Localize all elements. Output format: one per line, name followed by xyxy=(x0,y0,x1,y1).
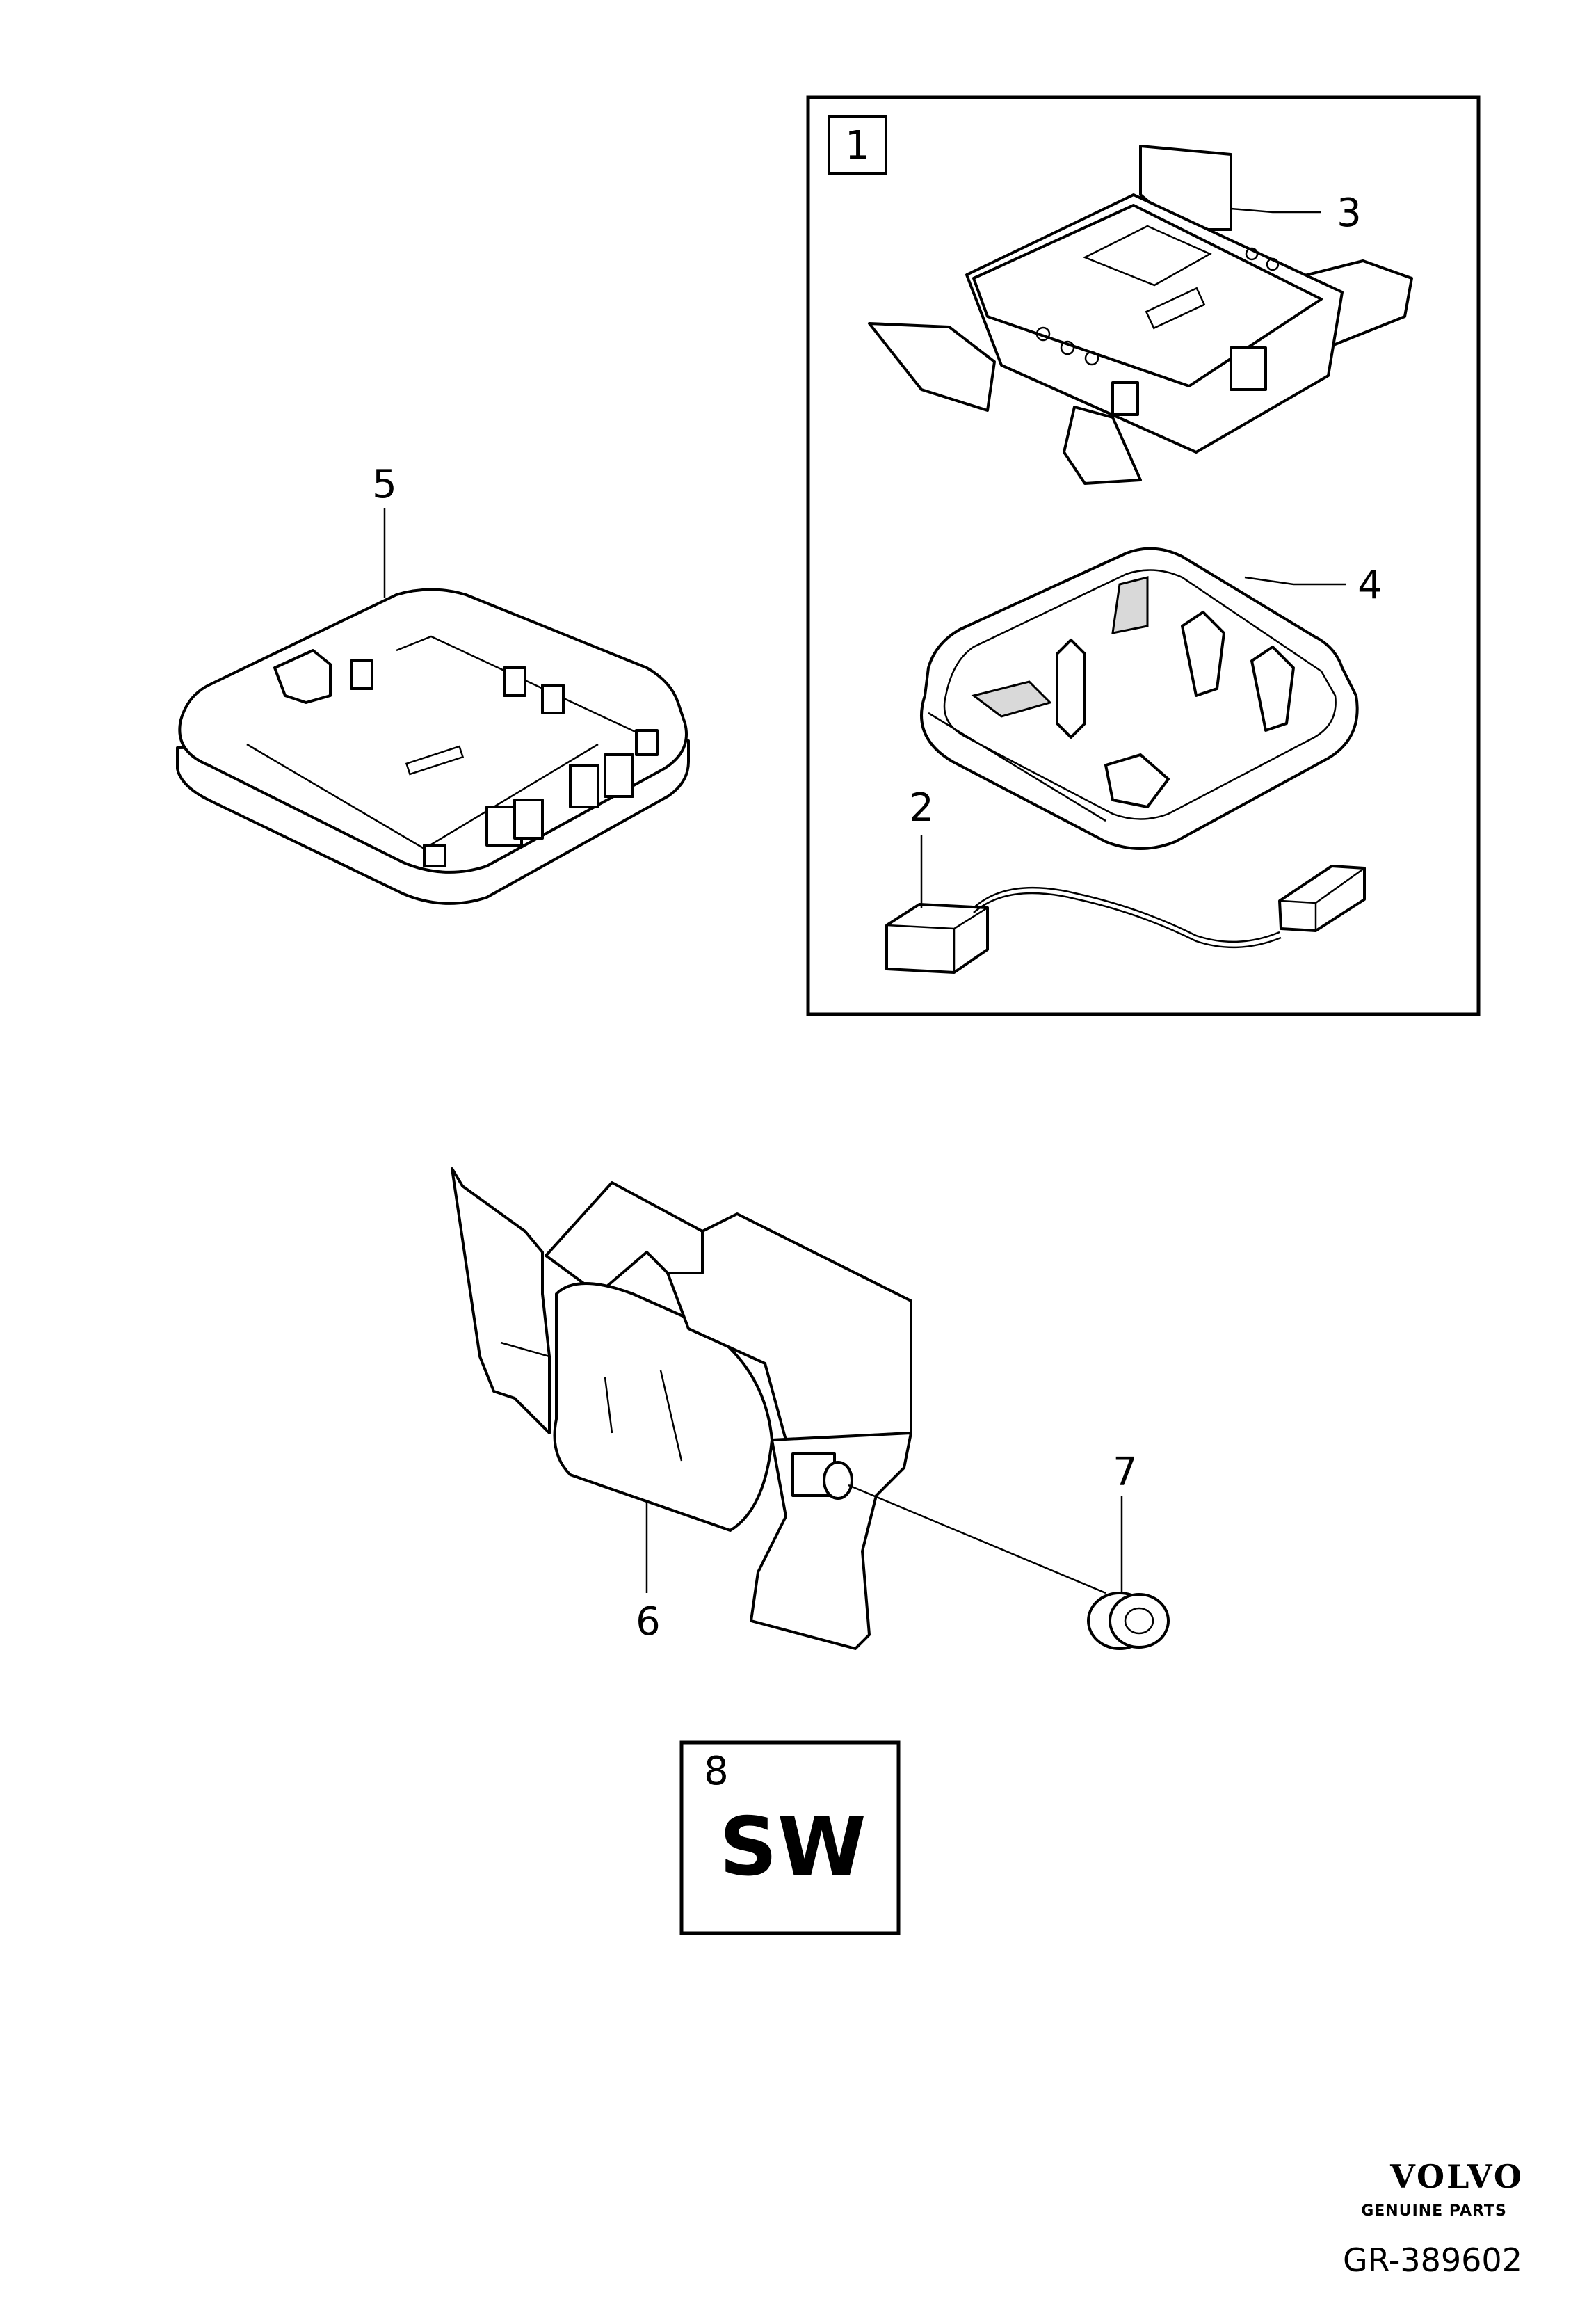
brand-name: VOLVO xyxy=(1389,2158,1524,2195)
brand-tagline: GENUINE PARTS xyxy=(1361,2202,1507,2220)
part-4-console-frame xyxy=(920,547,1359,850)
software-box xyxy=(679,1740,901,1935)
callout-3: 3 xyxy=(1337,191,1362,236)
callout-5: 5 xyxy=(372,462,397,507)
reference-number: GR-389602 xyxy=(1343,2241,1522,2279)
callout-4: 4 xyxy=(1357,563,1383,608)
callout-6: 6 xyxy=(636,1599,661,1644)
kit-number-box xyxy=(828,115,887,175)
callout-1: 1 xyxy=(845,123,870,168)
part-2-sensor-cable xyxy=(885,865,1366,974)
leader-4 xyxy=(1244,576,1346,586)
callout-7: 7 xyxy=(1113,1450,1138,1495)
part-7-flange-nut xyxy=(1087,1592,1170,1650)
part-6-bracket xyxy=(451,1167,912,1650)
part-3-console-housing xyxy=(868,145,1413,485)
kit-frame xyxy=(806,95,1481,1016)
callout-2: 2 xyxy=(909,785,934,831)
part-5-cover-plate xyxy=(176,588,690,905)
leader-3 xyxy=(1230,207,1321,214)
software-code: SW xyxy=(719,1800,866,1894)
stud-to-nut-line xyxy=(848,1484,1106,1594)
callout-8: 8 xyxy=(704,1749,729,1794)
